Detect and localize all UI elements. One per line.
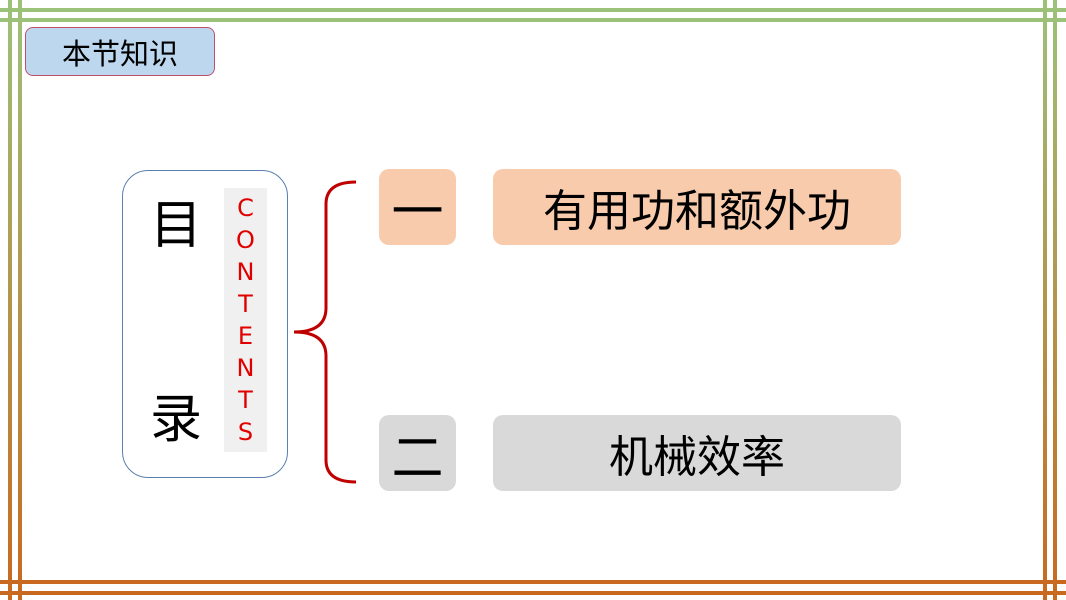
item-number-label: 一	[391, 182, 444, 243]
frame-line-left-inner	[18, 0, 22, 600]
frame-line-top-outer	[0, 8, 1066, 12]
item-number-1: 一	[379, 169, 456, 245]
contents-letter: T	[238, 386, 253, 414]
frame-line-right-inner	[1043, 0, 1047, 600]
frame-line-top-inner	[0, 18, 1066, 22]
toc-title-char-2: 录	[150, 390, 203, 450]
frame-line-bottom-outer	[0, 591, 1066, 595]
contents-letter: S	[237, 418, 254, 446]
section-tag-label: 本节知识	[61, 36, 178, 71]
curly-brace-icon	[293, 180, 357, 484]
frame-line-bottom-inner	[0, 580, 1066, 584]
section-tag: 本节知识	[25, 27, 215, 76]
toc-item-useful-work[interactable]: 有用功和额外功	[493, 169, 901, 245]
toc-title-char-1: 目	[150, 196, 203, 256]
frame-line-right-outer	[1053, 0, 1057, 600]
toc-item-label: 机械效率	[609, 432, 785, 483]
contents-letter: O	[236, 226, 255, 254]
frame-line-left-outer	[8, 0, 12, 600]
contents-letter: N	[236, 258, 255, 286]
contents-letter: N	[236, 354, 255, 382]
toc-box	[122, 170, 288, 478]
contents-strip	[224, 188, 267, 452]
item-number-label: 二	[391, 428, 444, 489]
item-number-2: 二	[379, 415, 456, 491]
contents-letter: E	[237, 322, 254, 350]
toc-item-label: 有用功和额外功	[543, 186, 851, 237]
contents-letter: T	[238, 290, 253, 318]
contents-letter: C	[237, 194, 254, 222]
toc-item-mechanical-efficiency[interactable]: 机械效率	[493, 415, 901, 491]
